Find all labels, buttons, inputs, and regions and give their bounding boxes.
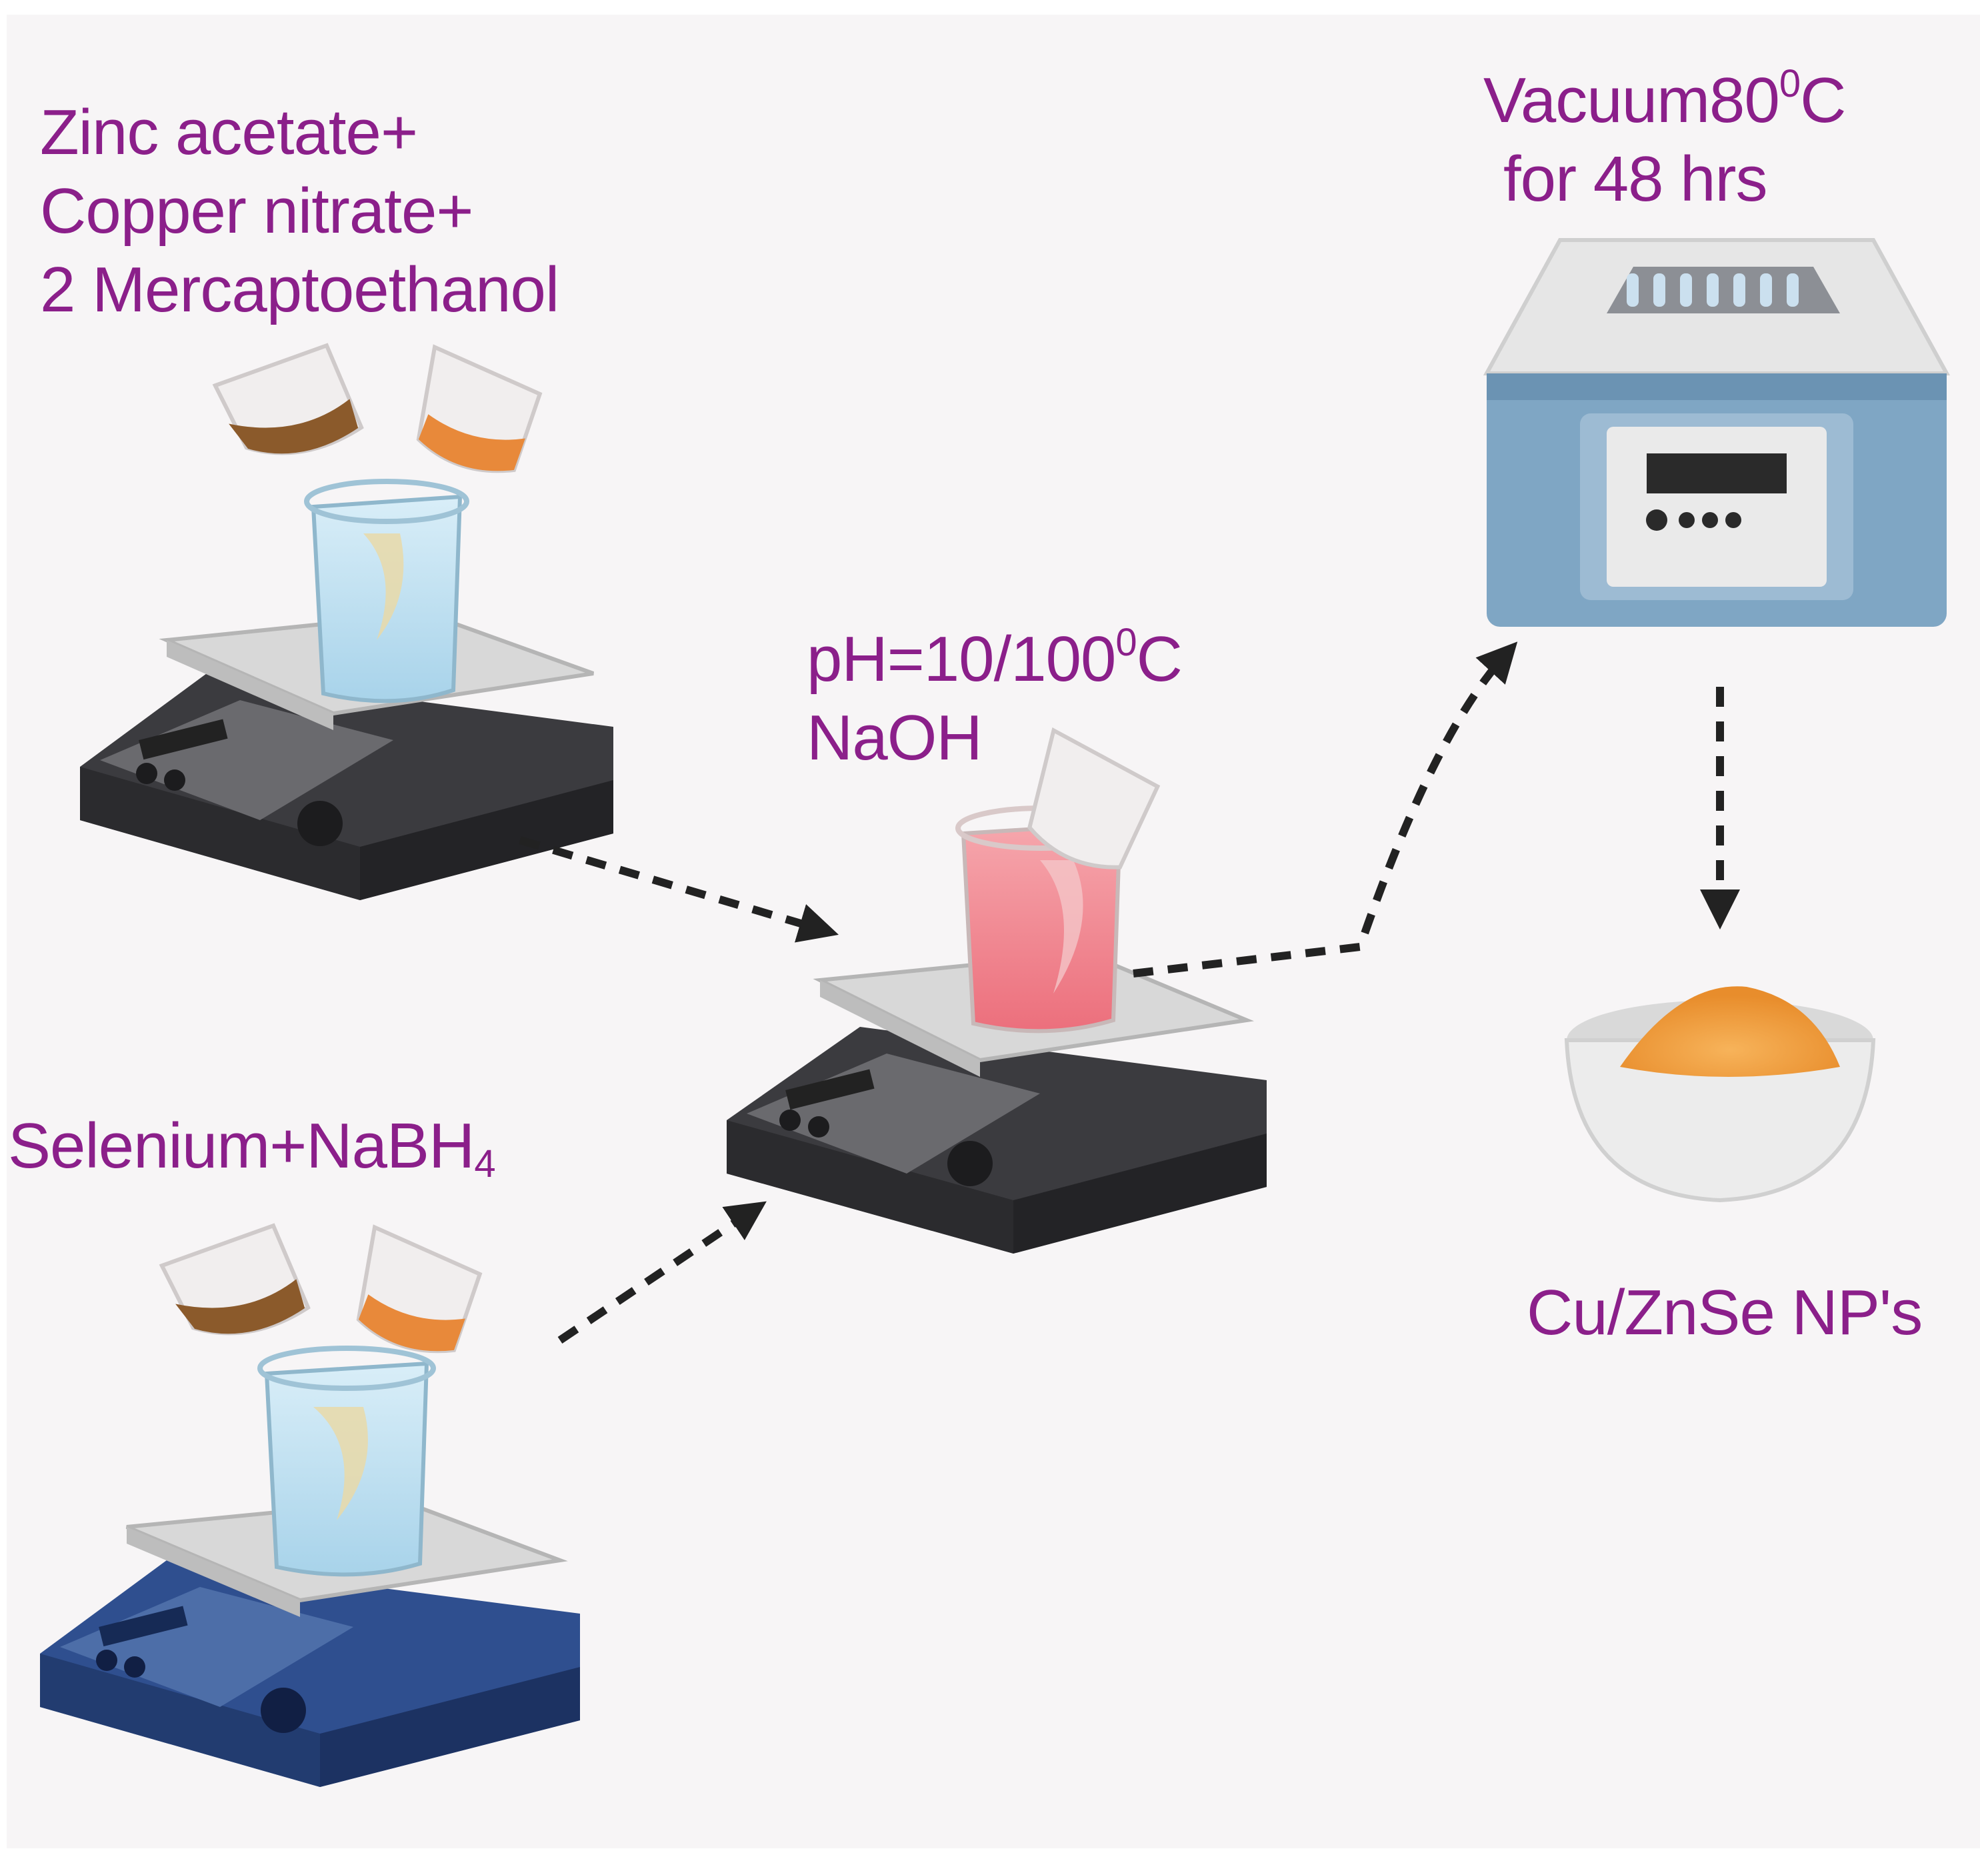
- reaction-line1: pH=10/1000C: [807, 620, 1183, 699]
- hotplate-stirrer-icon: [80, 611, 613, 900]
- drying-unit: C: [1800, 65, 1846, 136]
- beaker-icon: [257, 1346, 436, 1577]
- beaker-icon: [304, 479, 469, 703]
- solution2-subscript: 4: [474, 1142, 495, 1186]
- vacuum-oven-icon: [1483, 238, 1951, 627]
- solution2-text: Selenium+NaBH: [8, 1110, 475, 1182]
- drying-line1: Vacuum800C: [1483, 61, 1846, 140]
- flow-arrows: [519, 641, 1740, 1344]
- degree-symbol: 0: [1779, 62, 1801, 105]
- solution2-label: Selenium+NaBH4: [8, 1107, 496, 1186]
- pouring-beaker-icon: [212, 343, 364, 455]
- solution1-label: Zinc acetate+ Copper nitrate+ 2 Mercapto…: [40, 93, 559, 329]
- pouring-beaker-icon: [1027, 727, 1161, 869]
- arrow-stirrer1-to-reaction: [519, 836, 839, 943]
- pouring-beaker-icon: [416, 344, 543, 473]
- drying-conditions-label: Vacuum800C for 48 hrs: [1483, 61, 1846, 219]
- reaction-unit: C: [1136, 623, 1183, 695]
- pouring-beaker-icon: [356, 1224, 483, 1354]
- solution1-line: Copper nitrate+: [40, 175, 473, 247]
- solution1-line: Zinc acetate+: [40, 97, 418, 168]
- product-label: Cu/ZnSe NP's: [1527, 1277, 1923, 1348]
- drying-vacuum-temp: Vacuum80: [1483, 65, 1780, 136]
- solution1-line: 2 Mercaptoethanol: [40, 254, 559, 325]
- reaction-ph-temp: pH=10/100: [807, 623, 1116, 695]
- solution2-line: Selenium+NaBH4: [8, 1107, 496, 1186]
- arrow-reaction-to-oven: [1133, 641, 1518, 978]
- reaction-line2: NaOH: [807, 702, 983, 773]
- pouring-beaker-icon: [159, 1223, 311, 1336]
- drying-line2: for 48 hrs: [1503, 143, 1768, 215]
- arrow-stirrer2-to-reaction: [557, 1201, 767, 1344]
- reaction-conditions-label: pH=10/1000C NaOH: [807, 620, 1183, 777]
- degree-symbol: 0: [1115, 621, 1137, 664]
- bowl-icon: [1564, 986, 1876, 1203]
